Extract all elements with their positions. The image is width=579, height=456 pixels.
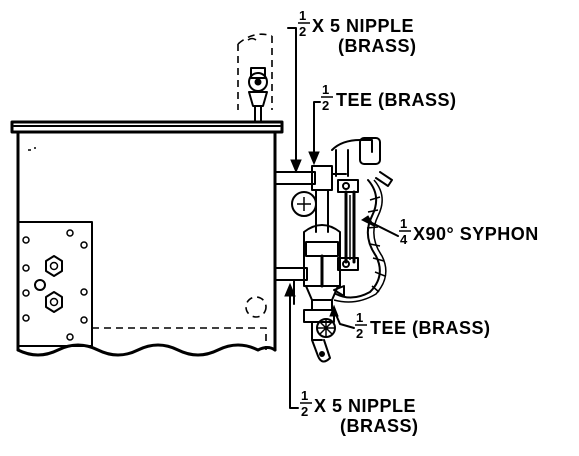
upper-tee [311,165,333,191]
leader-tee-top [313,101,321,161]
fraction-denominator: 2 [301,404,308,419]
leader-syphon [369,221,399,237]
leader-nipple-bottom [289,289,299,409]
fraction-numerator: 1 [301,388,308,403]
fraction-numerator: 1 [400,216,407,231]
label-nipple-bottom: 1 2 X 5 NIPPLE (BRASS) [300,388,419,436]
fraction-denominator: 2 [356,326,363,341]
control-panel [17,221,93,347]
hex-nut-icon [45,255,63,277]
fraction-numerator: 1 [322,82,329,97]
syphon-pipe [335,179,381,299]
tank-lid [10,120,284,134]
label-text: X 5 NIPPLE [314,396,416,416]
fraction-numerator: 1 [299,8,306,23]
label-subtext: (BRASS) [338,36,417,56]
fraction-denominator: 4 [400,232,408,247]
tank-cut-edge [16,343,277,357]
label-tee-top: 1 2 TEE (BRASS) [321,82,457,113]
drain-valve-wheel-icon [316,318,336,338]
leader-nipple-top [287,27,297,169]
label-text: TEE (BRASS) [370,318,491,338]
hidden-port-circle [245,296,267,318]
fraction-denominator: 2 [299,24,306,39]
label-tee-bottom: 1 2 TEE (BRASS) [355,310,491,341]
fraction-numerator: 1 [356,310,363,325]
hidden-pipe [92,296,267,350]
safety-valve [237,33,273,123]
label-syphon: 1 4 X90° SYPHON [399,216,539,247]
panel-plate [17,221,93,347]
low-water-cutoff [303,224,341,287]
drain-spout [311,339,331,363]
label-text: TEE (BRASS) [336,90,457,110]
label-text: X90° SYPHON [413,224,539,244]
boiler-tank [10,120,284,357]
upper-nipple [274,171,316,185]
fraction-denominator: 2 [322,98,329,113]
label-subtext: (BRASS) [340,416,419,436]
leader-lines [284,27,399,409]
top-fitting [359,137,381,165]
label-text: X 5 NIPPLE [312,16,414,36]
label-nipple-top: 1 2 X 5 NIPPLE (BRASS) [298,8,417,56]
lower-nipple [274,267,308,281]
water-column-assembly [274,137,393,363]
hex-nut-icon [45,291,63,313]
